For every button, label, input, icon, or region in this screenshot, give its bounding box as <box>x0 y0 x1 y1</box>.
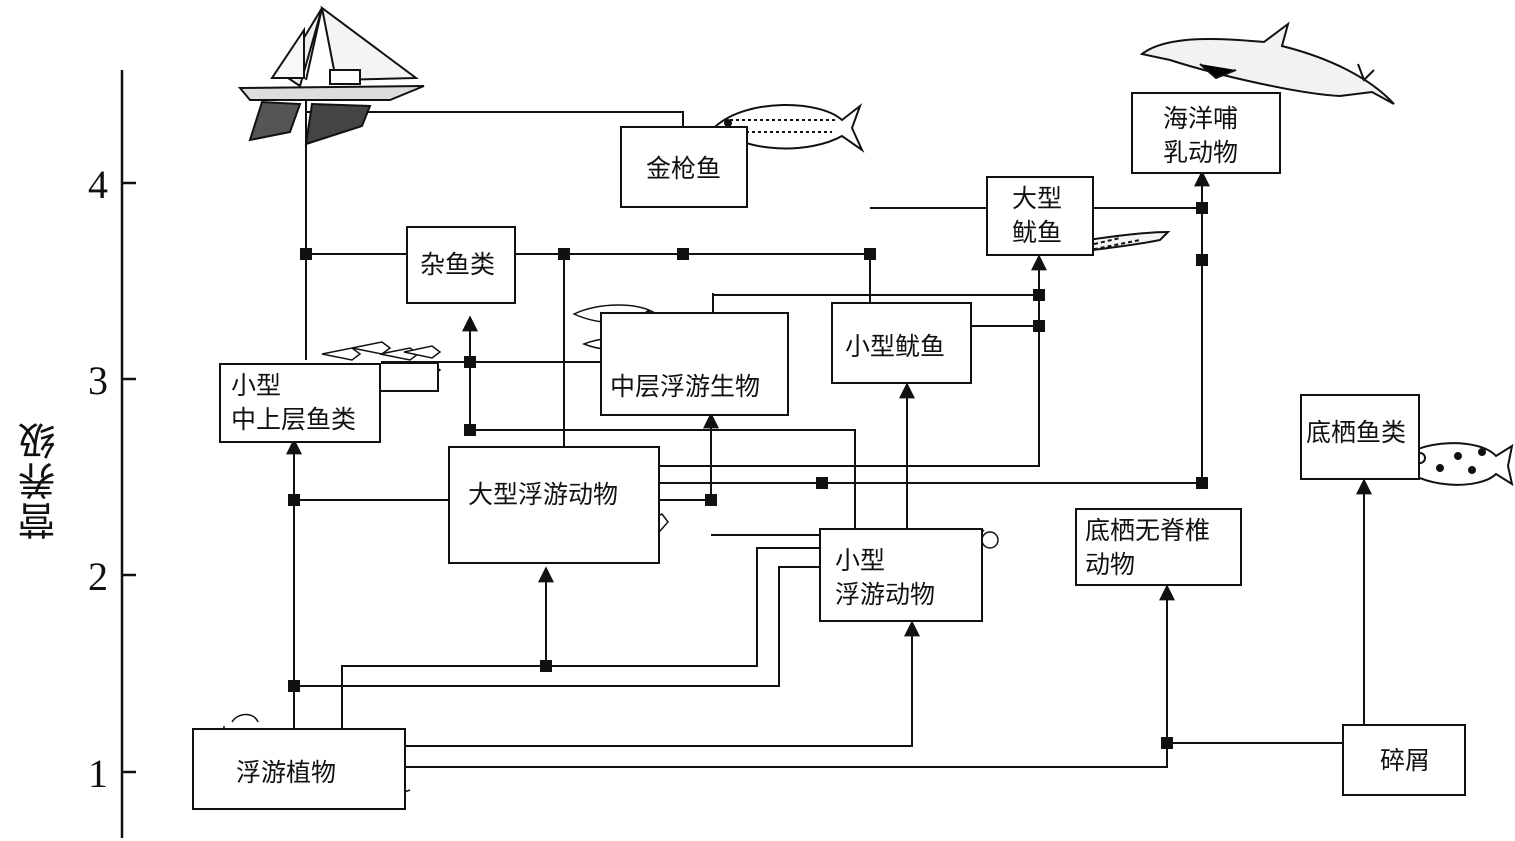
node-label-small-pelagic-2: 中上层鱼类 <box>231 405 357 434</box>
node-label-benthic-inv-2: 动物 <box>1085 550 1136 579</box>
node-label-detritus: 碎屑 <box>1380 746 1431 775</box>
node-label-small-zooplankton-2: 浮游动物 <box>835 580 936 609</box>
tuna-fish-icon <box>714 103 865 153</box>
node-small-zooplankton: 小型 浮游动物 <box>819 528 983 622</box>
node-label-tuna: 金枪鱼 <box>646 154 722 183</box>
dolphin-icon <box>1139 21 1395 105</box>
node-large-zooplankton: 大型浮游动物 <box>448 446 660 564</box>
node-phytoplankton: 浮游植物 <box>192 728 406 810</box>
node-label-large-squid-2: 鱿鱼 <box>1012 218 1063 247</box>
tick-label-3: 3 <box>88 358 108 403</box>
node-small-pelagic-fish: 小型 中上层鱼类 <box>219 363 381 443</box>
node-large-squid: 大型 鱿鱼 <box>986 176 1094 256</box>
node-misc-fish: 杂鱼类 <box>406 226 516 304</box>
junction-nodes <box>288 202 1208 749</box>
axis-title: 营养级 <box>18 420 62 540</box>
node-tuna: 金枪鱼 <box>620 126 748 208</box>
node-small-squid: 小型鱿鱼 <box>831 302 972 384</box>
flow-lines <box>293 90 1365 768</box>
small-pelagic-tab <box>381 362 439 392</box>
node-label-large-squid-1: 大型 <box>1012 184 1063 213</box>
node-benthic-invertebrates: 底栖无脊椎 动物 <box>1075 508 1242 586</box>
node-mesopelagic: 中层浮游生物 <box>600 312 789 416</box>
node-label-marine-mammals-1: 海洋哺 <box>1163 104 1239 133</box>
node-label-small-zooplankton-1: 小型 <box>835 546 886 575</box>
node-label-mesopelagic: 中层浮游生物 <box>610 372 761 401</box>
node-label-demersal-fish: 底栖鱼类 <box>1306 418 1407 447</box>
node-demersal-fish: 底栖鱼类 <box>1300 394 1420 480</box>
node-detritus: 碎屑 <box>1342 724 1466 796</box>
node-label-phytoplankton: 浮游植物 <box>236 758 337 787</box>
node-label-large-zooplankton: 大型浮游动物 <box>468 480 619 509</box>
node-label-small-squid: 小型鱿鱼 <box>845 332 946 361</box>
node-label-misc-fish: 杂鱼类 <box>420 250 496 279</box>
tick-label-2: 2 <box>88 554 108 599</box>
node-label-small-pelagic-1: 小型 <box>231 371 282 400</box>
fishing-boat-icon <box>237 5 425 146</box>
node-label-marine-mammals-2: 乳动物 <box>1163 138 1239 167</box>
node-label-benthic-inv-1: 底栖无脊椎 <box>1085 516 1211 545</box>
tick-label-4: 4 <box>88 162 108 207</box>
node-marine-mammals: 海洋哺 乳动物 <box>1131 92 1281 174</box>
grouper-fish-icon <box>1394 442 1514 487</box>
trophic-axis <box>120 70 136 838</box>
tick-label-1: 1 <box>88 751 108 796</box>
